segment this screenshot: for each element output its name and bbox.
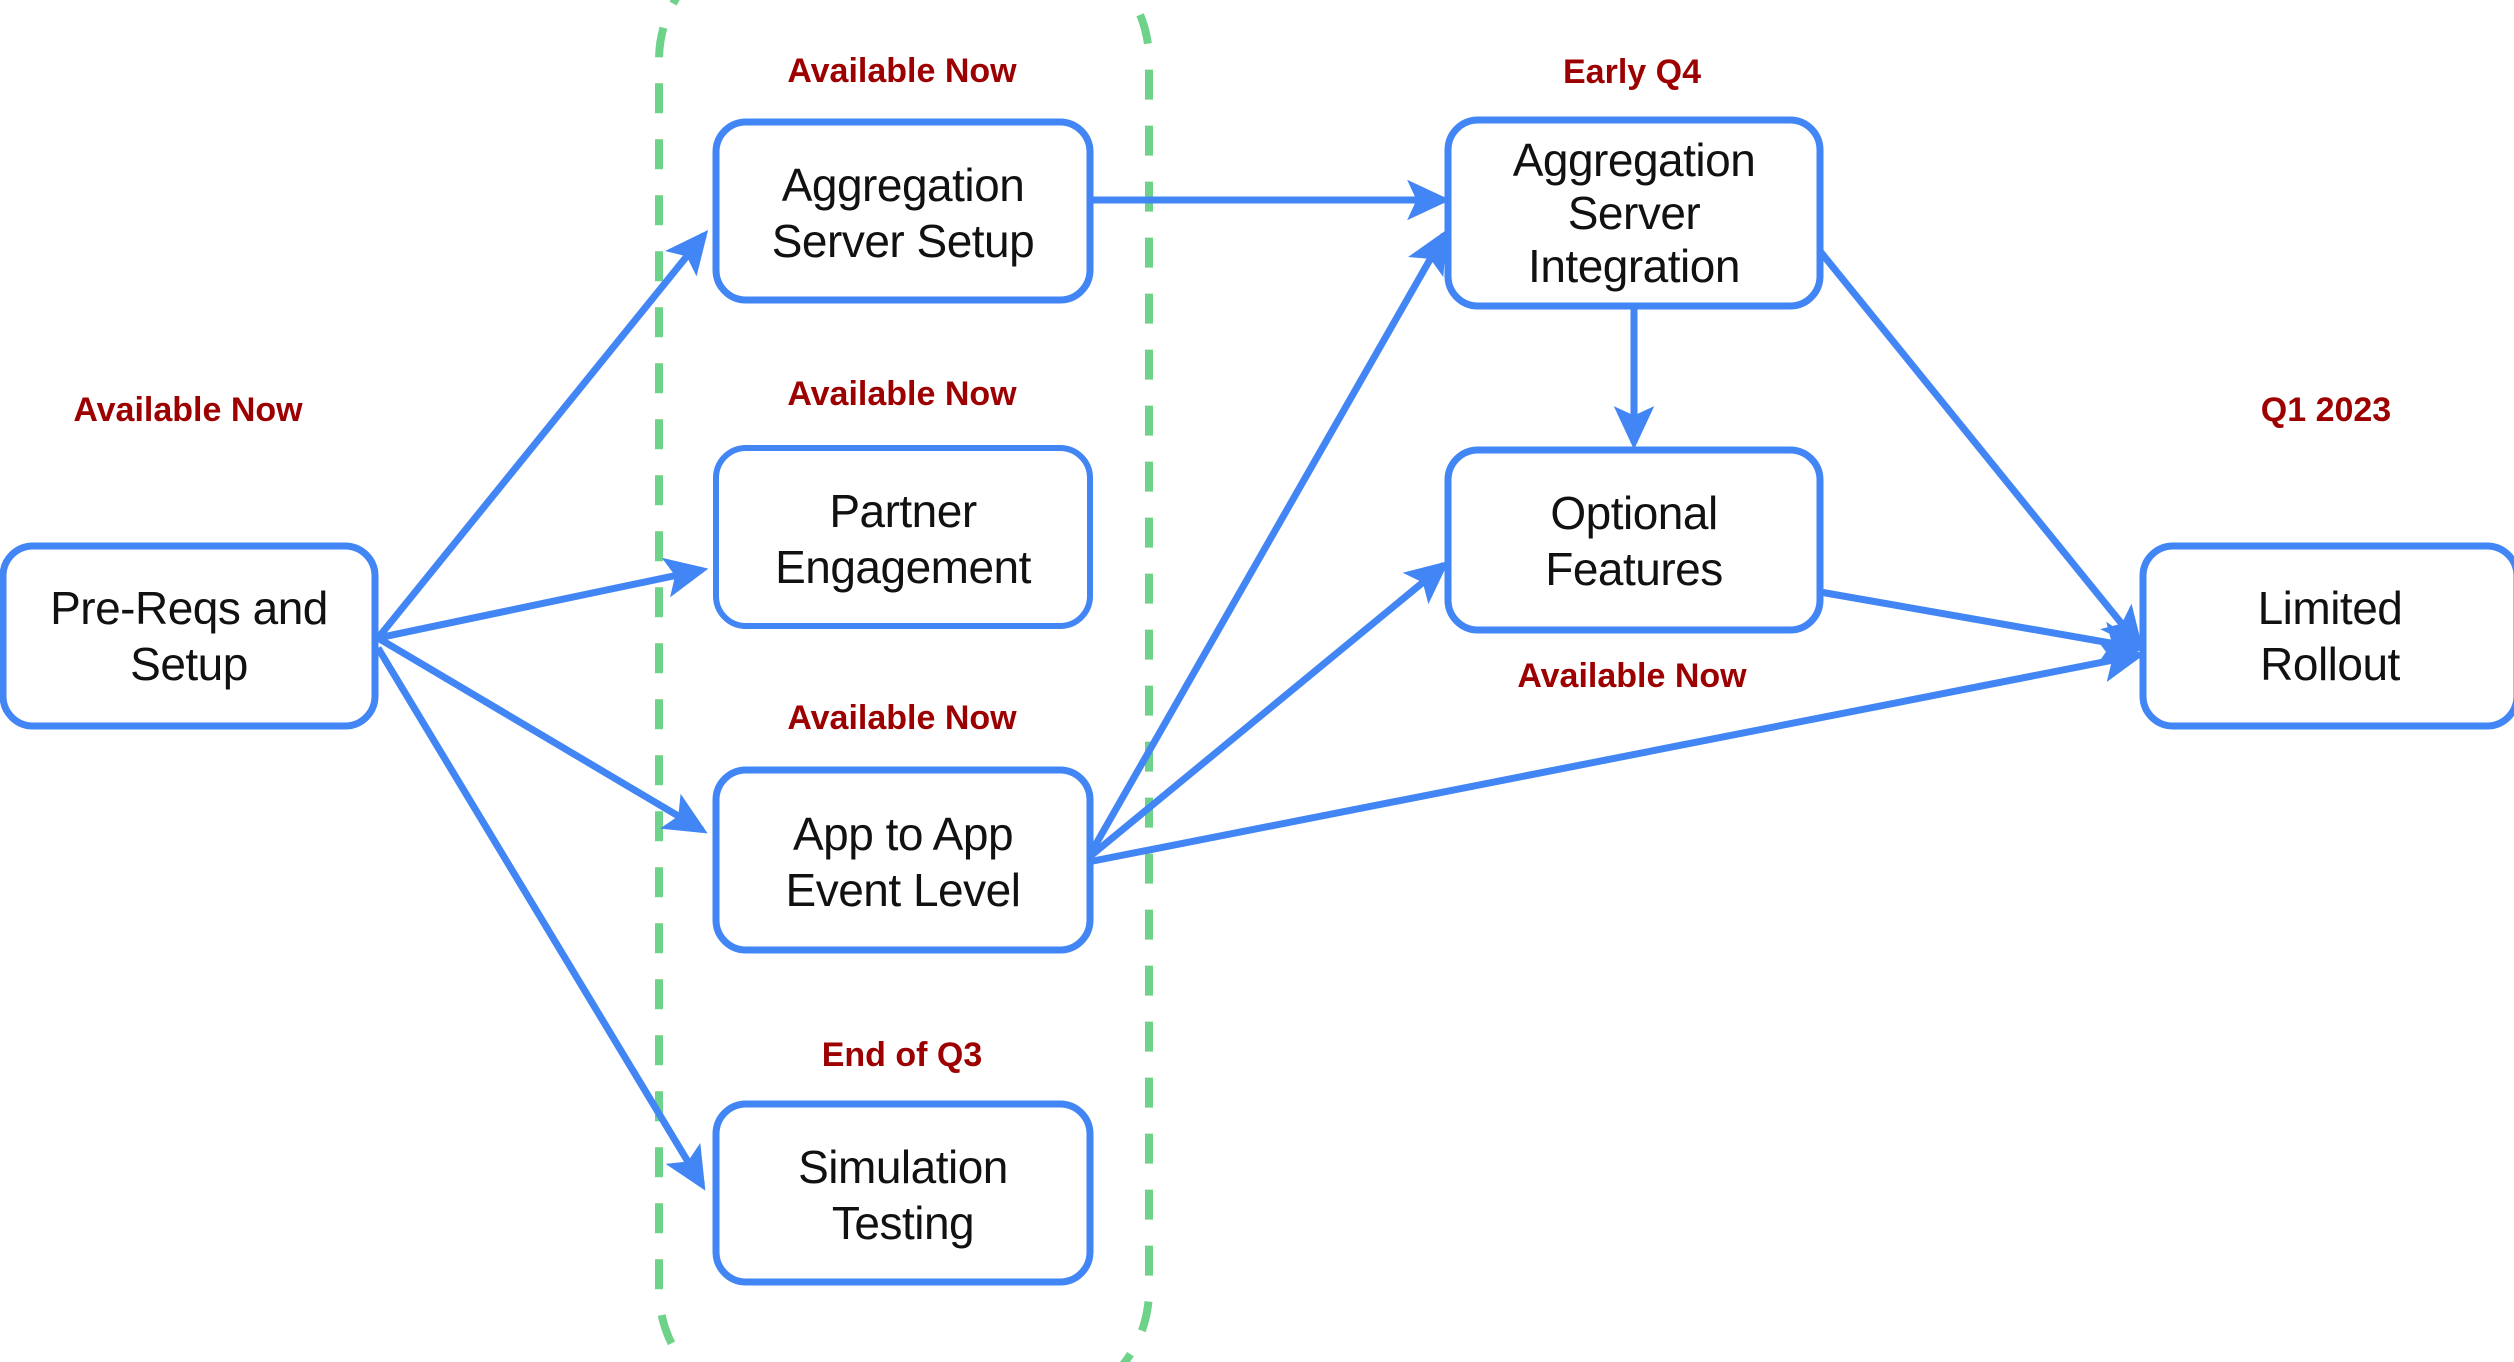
node-box-aggregation-server-setup[interactable] (712, 118, 1094, 304)
edge-aggregation-integration-to-limited-rollout (1812, 242, 2144, 651)
phase-label-aggregation-server-setup: Available Now (787, 52, 1017, 90)
node-box-aggregation-server-integration[interactable] (1444, 116, 1824, 310)
phase-label-aggregation-server-integration: Early Q4 (1563, 53, 1701, 91)
node-limited-rollout[interactable]: Q1 2023 Limited Rollout (2139, 391, 2514, 730)
node-box-partner-engagement[interactable] (713, 445, 1093, 629)
phase-label-app-to-app-event-level: Available Now (787, 699, 1017, 737)
node-text-limited-rollout-line1: Limited (2258, 582, 2403, 634)
node-text-partner-engagement-line1: Partner (829, 485, 977, 537)
node-text-partner-engagement-line2: Engagement (775, 541, 1032, 593)
node-text-optional-features-line2: Features (1545, 543, 1723, 595)
node-text-app-to-app-event-level-line2: Event Level (786, 864, 1021, 916)
edge-prereqs-to-partner-engagement (377, 557, 709, 642)
phase-label-limited-rollout: Q1 2023 (2261, 391, 2391, 429)
node-text-app-to-app-event-level-line1: App to App (793, 808, 1013, 860)
edge-prereqs-to-app-to-app-event-level (376, 634, 708, 834)
edge-optional-features-to-limited-rollout (1819, 588, 2146, 662)
node-simulation-testing[interactable]: End of Q3 Simulation Testing (712, 1036, 1094, 1286)
node-pre-reqs-and-setup[interactable]: Available Now Pre-Reqs and Setup (0, 391, 379, 730)
node-text-pre-reqs-and-setup-line1: Pre-Reqs and (50, 582, 328, 634)
node-text-pre-reqs-and-setup-line2: Setup (130, 638, 248, 690)
node-text-aggregation-server-integration-line1: Aggregation (1513, 134, 1756, 186)
node-box-limited-rollout[interactable] (2139, 542, 2514, 730)
phase-label-partner-engagement: Available Now (787, 375, 1017, 413)
node-text-aggregation-server-integration-line2: Server (1568, 187, 1701, 239)
node-box-simulation-testing[interactable] (712, 1100, 1094, 1286)
node-partner-engagement[interactable]: Available Now Partner Engagement (713, 375, 1093, 629)
phase-label-optional-features: Available Now (1517, 657, 1747, 695)
phase-label-simulation-testing: End of Q3 (822, 1036, 983, 1074)
edge-app-to-app-to-optional-features (1085, 560, 1450, 861)
node-text-optional-features-line1: Optional (1550, 487, 1717, 539)
node-box-pre-reqs-and-setup[interactable] (0, 542, 379, 730)
node-text-limited-rollout-line2: Rollout (2260, 638, 2400, 690)
edge-layer (375, 179, 2146, 1191)
node-text-aggregation-server-setup-line2: Server Setup (772, 215, 1034, 267)
node-aggregation-server-integration[interactable]: Early Q4 Aggregation Server Integration (1444, 53, 1824, 310)
edge-app-to-app-to-limited-rollout (1087, 642, 2146, 866)
node-text-simulation-testing-line2: Testing (832, 1197, 974, 1249)
edge-app-to-app-to-aggregation-integration (1084, 229, 1448, 860)
node-text-simulation-testing-line1: Simulation (798, 1141, 1008, 1193)
phase-label-pre-reqs-and-setup: Available Now (73, 391, 303, 429)
node-aggregation-server-setup[interactable]: Available Now Aggregation Server Setup (712, 52, 1094, 304)
edge-prereqs-to-simulation-testing (375, 646, 706, 1191)
node-app-to-app-event-level[interactable]: Available Now App to App Event Level (712, 699, 1094, 954)
node-text-aggregation-server-setup-line1: Aggregation (782, 159, 1025, 211)
edge-prereqs-to-aggregation-server-setup (375, 229, 709, 641)
node-text-aggregation-server-integration-line3: Integration (1528, 240, 1740, 292)
node-box-optional-features[interactable] (1444, 446, 1824, 634)
node-optional-features[interactable]: Optional Features Available Now (1444, 446, 1824, 695)
node-box-app-to-app-event-level[interactable] (712, 766, 1094, 954)
